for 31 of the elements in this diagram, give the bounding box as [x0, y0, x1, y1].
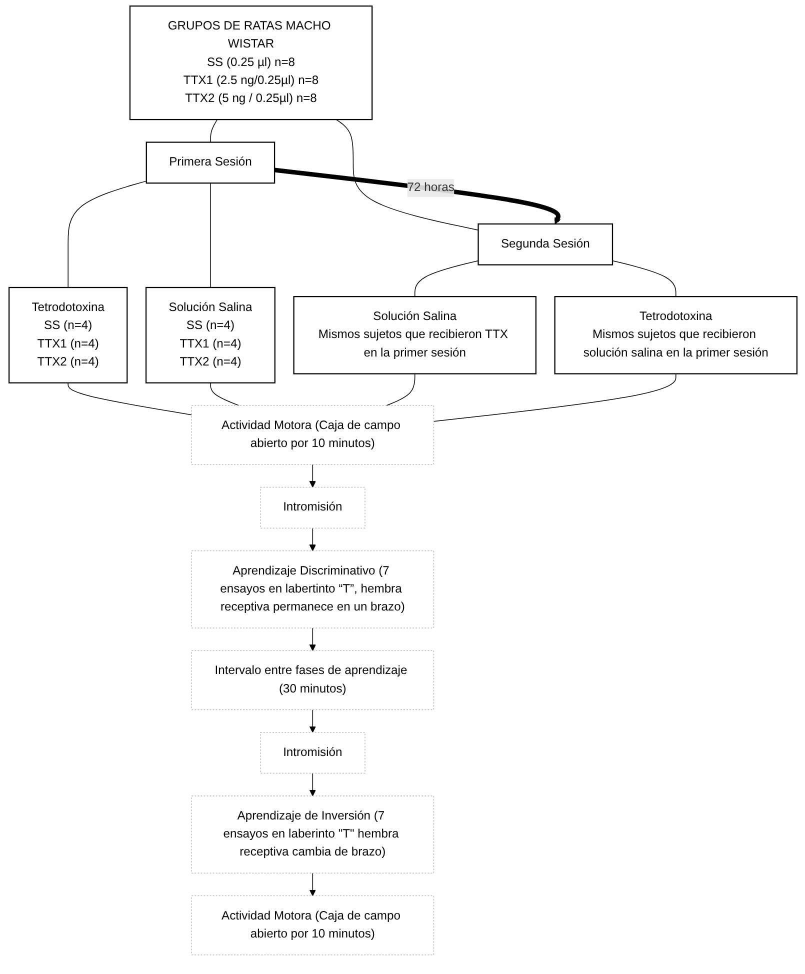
node-box: Solución Salina Mismos sujetos que recibieron TTX en la primer sesión — [292, 296, 536, 374]
arrow — [308, 709, 316, 733]
arrow — [308, 872, 316, 896]
node-box: Aprendizaje Discriminativo (7 ensayos en labertinto “T”, hembra receptiva permanece en un brazo) — [190, 550, 434, 628]
node-box: Intromisión — [259, 732, 365, 774]
arrow — [308, 464, 316, 488]
connector — [432, 373, 676, 422]
node-box: Actividad Motora (Caja de campo abierto por 10 minutos) — [190, 405, 434, 465]
connector — [210, 119, 218, 143]
arrow — [308, 772, 316, 796]
node-box: Intervalo entre fases de aprendizaje (30 minutos) — [190, 650, 434, 710]
connector — [67, 382, 192, 416]
connector — [335, 119, 478, 230]
node-box: GRUPOS DE RATAS MACHO WISTAR SS (0.25 µl) n=8 TTX1 (2.5 ng/0.25µl) n=8 TTX2 (5 ng / 0.25µl) n=8 — [128, 5, 372, 120]
edge-label: 72 horas — [406, 181, 454, 194]
connector — [210, 382, 239, 406]
connector — [386, 373, 415, 406]
connector — [414, 260, 478, 297]
node-box: Actividad Motora (Caja de campo abierto por 10 minutos) — [190, 895, 434, 956]
node-box: Tetrodotoxina SS (n=4) TTX1 (n=4) TTX2 (n=4) — [8, 286, 128, 384]
arrow — [308, 528, 316, 552]
node-box: Intromisión — [259, 486, 365, 528]
node-box: Primera Sesión — [145, 142, 275, 184]
connector — [612, 260, 676, 297]
node-box: Solución Salina SS (n=4) TTX1 (n=4) TTX2 (n=4) — [144, 286, 275, 384]
arrow — [308, 628, 316, 651]
node-box: Aprendizaje de Inversión (7 ensayos en laberinto "T" hembra receptiva cambia de brazo) — [190, 796, 434, 874]
connector — [67, 180, 146, 288]
arrow — [274, 168, 560, 224]
node-box: Tetrodotoxina Mismos sujetos que recibieron solución salina en la primer sesión — [554, 296, 798, 374]
node-box: Segunda Sesión — [477, 223, 613, 266]
